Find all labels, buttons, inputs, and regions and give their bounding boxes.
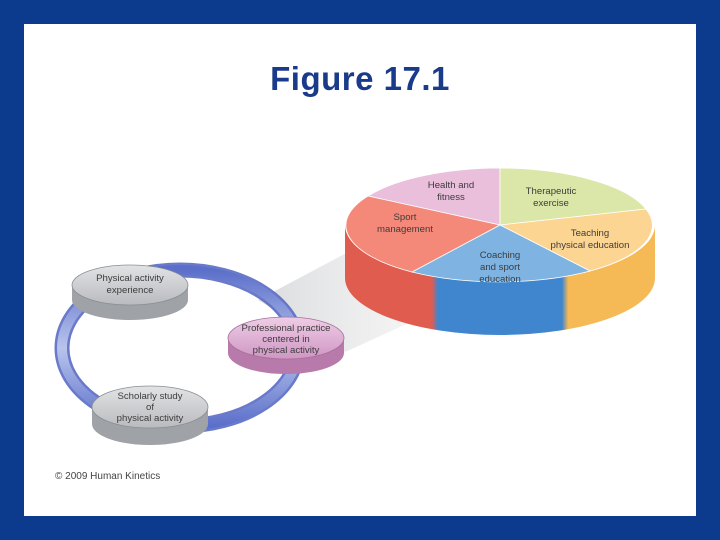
practice-areas-pie: Health and fitness Therapeutic exercise … xyxy=(345,168,655,335)
label-coaching-2: and sport xyxy=(480,262,520,273)
disk-physical-activity-experience: Physical activity experience xyxy=(72,265,188,320)
label-coaching-3: education xyxy=(479,274,521,285)
label-practice-3: physical activity xyxy=(253,345,320,356)
label-coaching-1: Coaching xyxy=(480,250,521,261)
disk-professional-practice: Professional practice centered in physic… xyxy=(228,317,344,374)
copyright-notice: © 2009 Human Kinetics xyxy=(55,471,160,482)
label-scholarly-3: physical activity xyxy=(117,413,184,424)
label-practice-2: centered in xyxy=(262,334,309,345)
label-scholarly-1: Scholarly study xyxy=(117,391,182,402)
label-physical-activity-2: experience xyxy=(107,285,154,296)
label-health-1: Health and xyxy=(428,180,474,191)
label-health-2: fitness xyxy=(437,192,465,203)
label-teaching-1: Teaching xyxy=(571,228,609,239)
label-sport-1: Sport xyxy=(394,212,417,223)
label-practice-1: Professional practice xyxy=(241,323,330,334)
label-teaching-2: physical education xyxy=(551,240,630,251)
label-physical-activity-1: Physical activity xyxy=(96,273,164,284)
label-scholarly-2: of xyxy=(146,402,154,413)
label-therapeutic-2: exercise xyxy=(533,198,569,209)
label-therapeutic-1: Therapeutic xyxy=(526,186,577,197)
label-sport-2: management xyxy=(377,224,433,235)
disk-scholarly-study: Scholarly study of physical activity xyxy=(92,386,208,445)
